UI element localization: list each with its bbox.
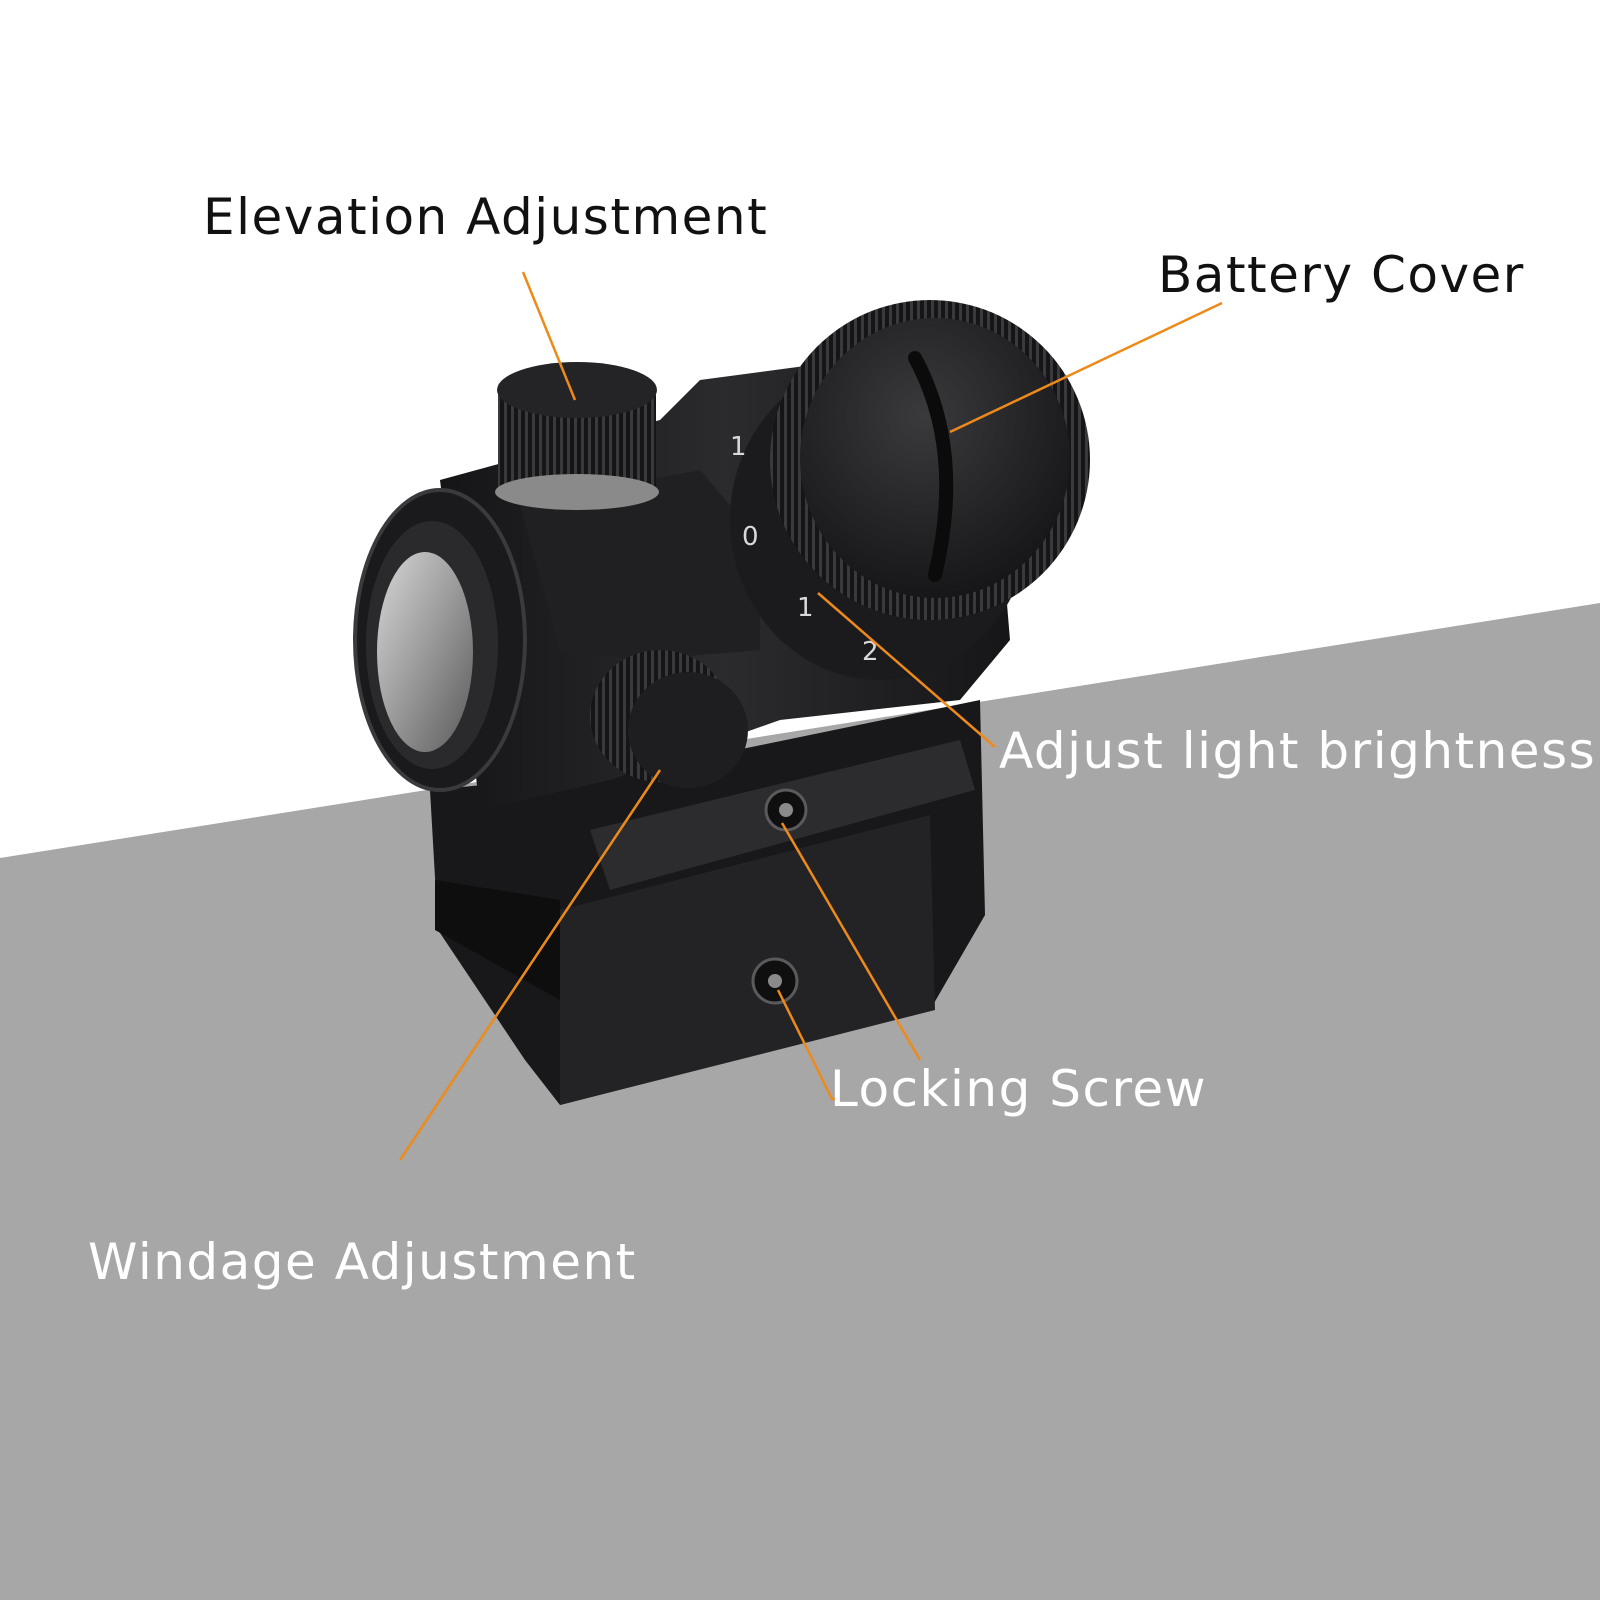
dial-mark: 2 xyxy=(862,637,879,667)
battery-cover-label: Battery Cover xyxy=(1158,246,1525,304)
battery-cover-slot xyxy=(908,351,954,582)
upper-locking-screw-socket xyxy=(779,803,793,817)
battery-cover-cap xyxy=(800,318,1070,598)
dial-mark: 1 xyxy=(797,593,814,623)
background-gray-floor xyxy=(0,603,1600,1600)
windage-adjustment-label: Windage Adjustment xyxy=(88,1233,637,1291)
mount-rail-slot xyxy=(435,880,560,1000)
leader-lines xyxy=(398,271,1223,1161)
elevation-turret-top xyxy=(497,362,657,418)
mount-rail-side xyxy=(560,815,935,1105)
dial-mark: 1 xyxy=(730,432,747,462)
brightness-leader-line xyxy=(817,592,996,748)
windage-leader-line xyxy=(398,769,662,1161)
lower-locking-leader-line xyxy=(776,989,840,1101)
lower-locking-screw-socket xyxy=(768,974,782,988)
red-dot-sight: 1 0 1 2 xyxy=(353,300,1090,1105)
elevation-leader-line xyxy=(521,271,577,401)
elevation-turret-ring xyxy=(495,474,659,510)
windage-turret-cap xyxy=(628,672,748,788)
sight-body-saddle xyxy=(520,470,760,660)
adjust-light-brightness-label: Adjust light brightness xyxy=(999,722,1597,780)
upper-locking-leader-line xyxy=(780,822,922,1061)
locking-screw-label: Locking Screw xyxy=(830,1060,1208,1118)
dial-scale: 1 0 1 2 xyxy=(730,432,879,667)
elevation-turret-knurl xyxy=(498,388,656,498)
dial-mark: 0 xyxy=(742,522,759,552)
battery-leader-line xyxy=(949,301,1223,434)
lens-glass xyxy=(377,552,473,752)
elevation-adjustment-label: Elevation Adjustment xyxy=(203,188,769,246)
